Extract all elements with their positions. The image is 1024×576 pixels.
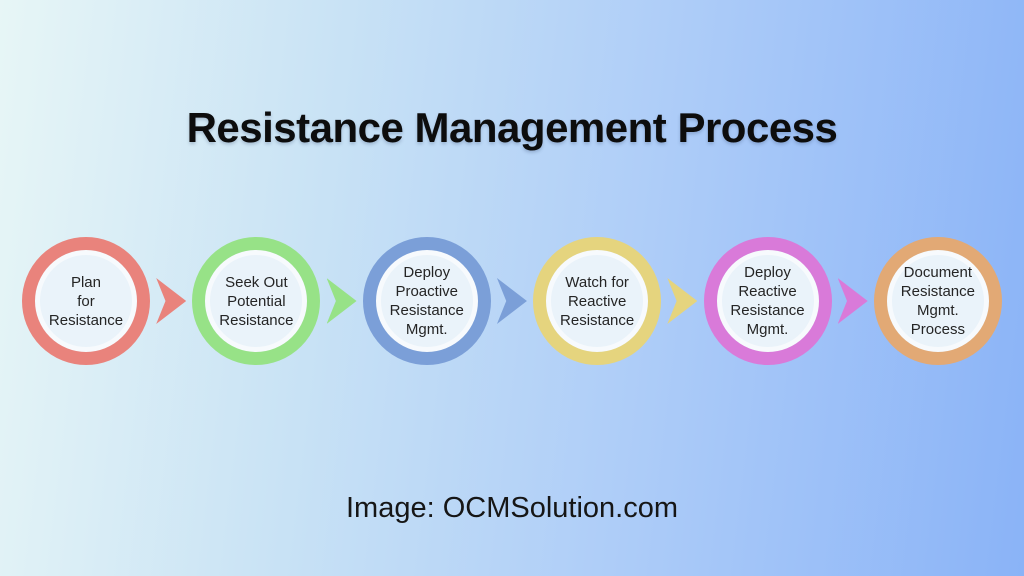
step-label: Watch for Reactive Resistance	[560, 273, 635, 329]
step-label: Plan for Resistance	[48, 273, 124, 329]
arrow-right-icon	[667, 278, 698, 324]
step-circle-watch-reactive: Watch for Reactive Resistance	[533, 237, 662, 365]
step-circle-deploy-proactive: Deploy Proactive Resistance Mgmt.	[362, 237, 491, 365]
arrow-right-icon	[496, 278, 527, 324]
page-title: Resistance Management Process	[186, 104, 838, 151]
step-label: Document Resistance Mgmt. Process	[900, 264, 975, 338]
arrow-right-icon	[326, 278, 357, 324]
step-label: Deploy Reactive Resistance Mgmt.	[730, 264, 805, 338]
step-circle-document: Document Resistance Mgmt. Process	[873, 237, 1002, 365]
step-circle-deploy-reactive: Deploy Reactive Resistance Mgmt.	[703, 237, 832, 365]
step-label: Deploy Proactive Resistance Mgmt.	[389, 264, 464, 338]
step-label: Seek Out Potential Resistance	[219, 273, 294, 329]
process-flow: Plan for Resistance Seek Out Potential R…	[0, 236, 1024, 366]
step-circle-seek-out: Seek Out Potential Resistance	[192, 237, 321, 365]
arrow-right-icon	[156, 278, 187, 324]
image-credit-text: Image: OCMSolution.com	[345, 492, 678, 524]
step-circle-plan: Plan for Resistance	[22, 237, 150, 365]
arrow-right-icon	[837, 278, 868, 324]
